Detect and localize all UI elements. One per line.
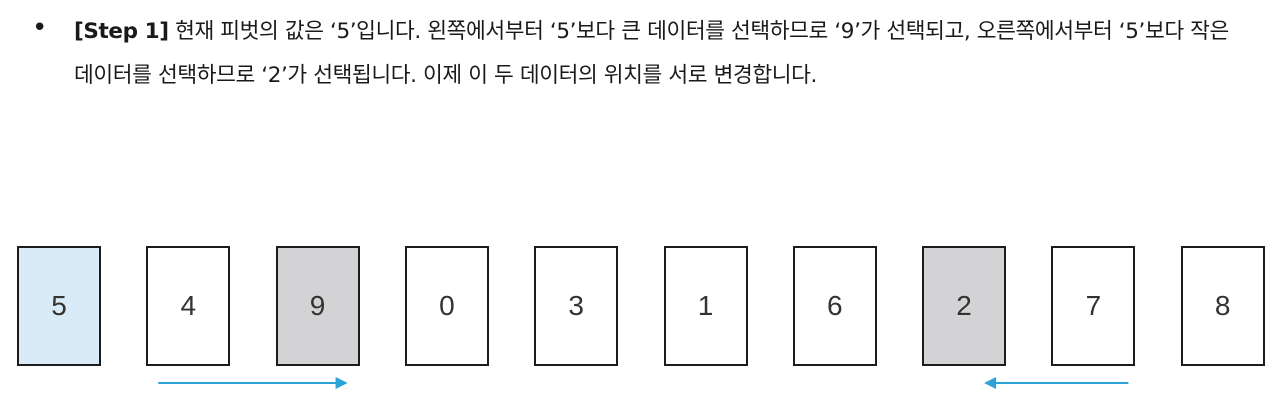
data-card: 0 (404, 246, 489, 366)
selected-card: 9 (275, 246, 360, 366)
data-card: 7 (1051, 246, 1136, 366)
step-label: [Step 1] (74, 19, 169, 44)
data-card: 8 (1180, 246, 1265, 366)
description-text: 현재 피벗의 값은 ‘5’입니다. 왼쪽에서부터 ‘5’보다 큰 데이터를 선택… (74, 19, 1229, 88)
data-card: 6 (792, 246, 877, 366)
right-arrow-icon (158, 377, 348, 389)
left-arrow-icon (984, 377, 1129, 389)
arrow-head (335, 377, 348, 389)
data-card: 3 (534, 246, 619, 366)
data-card: 1 (663, 246, 748, 366)
description-paragraph: [Step 1] 현재 피벗의 값은 ‘5’입니다. 왼쪽에서부터 ‘5’보다 … (74, 10, 1254, 98)
data-card: 4 (146, 246, 231, 366)
arrow-head (984, 377, 997, 389)
selected-card: 2 (922, 246, 1007, 366)
bullet-marker: • (32, 13, 48, 43)
pivot-card: 5 (17, 246, 101, 366)
